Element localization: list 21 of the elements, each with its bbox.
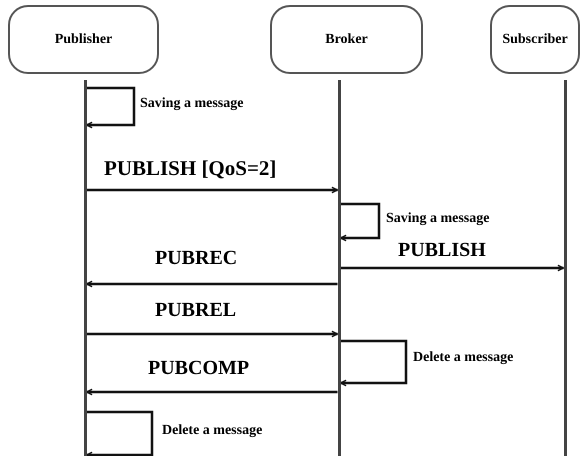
message-arrow [86,388,338,396]
self-message-arrow [86,410,154,456]
message-arrow [86,330,338,338]
edge-label: Delete a message [162,424,262,438]
message-arrow [86,186,338,194]
self-message-arrow [340,202,380,242]
edge-label: PUBLISH [398,240,486,260]
participant-name: Broker [325,31,368,49]
self-message-arrow [340,340,408,386]
edge-label: PUBLISH [QoS=2] [104,158,276,179]
self-message-arrow [86,86,136,128]
edge-label: Saving a message [386,212,490,226]
message-arrow [86,280,338,288]
edge-label: PUBREL [155,300,236,320]
edge-label: PUBCOMP [148,358,250,378]
edge-label: Saving a message [140,97,244,111]
edge-label: Delete a message [413,351,514,365]
participant-name: Publisher [54,31,112,49]
participant-name: Subscriber [502,31,568,49]
message-arrow [340,264,564,272]
edge-label: PUBREC [155,248,238,268]
